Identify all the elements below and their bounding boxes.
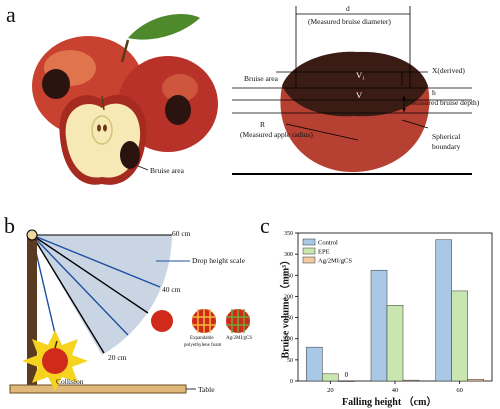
bruise-spot-2 xyxy=(165,95,191,125)
net-label-3: Ag/2MI/gCS xyxy=(226,336,253,341)
panel-b-letter: b xyxy=(4,213,15,238)
bruise-area-label: Bruise area xyxy=(244,74,278,83)
bruise-spot-3 xyxy=(120,141,140,169)
x-label: X(derived) xyxy=(432,66,465,75)
bar-1-0 xyxy=(322,373,339,382)
r-caption: (Measured apple radius) xyxy=(240,130,313,139)
drop-arc xyxy=(32,235,172,355)
y-tick-label: 350 xyxy=(284,231,293,237)
distance-20: 20 cm xyxy=(108,353,127,362)
d-symbol: d xyxy=(346,4,350,13)
value-label-zero: 0 xyxy=(345,371,349,379)
bruise-schematic xyxy=(232,6,472,175)
drop-post xyxy=(27,235,37,385)
legend-label-2: Ag/2MI/gCS xyxy=(318,258,352,265)
panel-a: a Bruise area xyxy=(0,0,500,200)
y-tick-label: 150 xyxy=(284,316,293,322)
bar-2-0 xyxy=(338,380,355,382)
legend-label-0: Control xyxy=(318,240,338,247)
h-symbol: h xyxy=(432,88,436,97)
bar-1-2 xyxy=(451,290,468,382)
table xyxy=(9,384,187,394)
chart-xlabel: Falling height （cm） xyxy=(342,397,437,408)
apple-leaf xyxy=(128,14,200,40)
x-tick-label: 60 xyxy=(456,387,463,394)
bruise-spot-1 xyxy=(42,69,70,99)
apple-impact xyxy=(42,348,68,374)
legend-swatch-0 xyxy=(302,238,316,246)
distance-40: 40 cm xyxy=(162,285,181,294)
pivot xyxy=(26,229,38,241)
bar-0-1 xyxy=(370,269,388,382)
scale-label: Drop height scale xyxy=(192,256,245,265)
sphere-label-1: Spherical xyxy=(432,132,461,141)
apple-photo xyxy=(32,14,218,185)
legend-swatch-1 xyxy=(302,247,316,255)
y-tick-label: 100 xyxy=(284,337,293,343)
bar-0-0 xyxy=(306,346,323,382)
bar-2-1 xyxy=(402,379,420,382)
v1-symbol: V₁ xyxy=(356,70,366,80)
y-tick-label: 250 xyxy=(284,273,293,279)
legend-label-1: EPE xyxy=(318,249,330,256)
x-tick-label: 40 xyxy=(392,387,399,394)
distance-60: 60 cm xyxy=(172,229,191,238)
photo-bruise-label: Bruise area xyxy=(150,166,184,175)
y-tick-label: 0 xyxy=(290,379,293,385)
chart-ylabel: Bruise volume （mm³） xyxy=(280,254,292,359)
legend-swatch-2 xyxy=(302,256,316,264)
y-tick-label: 300 xyxy=(284,252,293,258)
y-tick-label: 200 xyxy=(284,294,293,300)
net-label-1: Expandable xyxy=(190,336,214,341)
y-tick-label: 50 xyxy=(287,358,293,364)
drop-apparatus xyxy=(9,229,250,394)
v-symbol: V xyxy=(356,90,363,100)
net-label-2: polyethylene foam xyxy=(184,343,222,348)
bruise-volume-chart: 0 50 100 150 200 250 300 350 20 40 60 0 ControlEPE… xyxy=(284,231,493,394)
panel-a-letter: a xyxy=(6,2,16,27)
sphere-label-2: boundary xyxy=(432,142,461,151)
h-caption: (Measured bruise depth) xyxy=(406,98,480,107)
table-label: Table xyxy=(198,385,215,394)
collision-label: Collision xyxy=(56,377,84,386)
bar-2-2 xyxy=(467,379,484,382)
bar-1-1 xyxy=(386,305,404,382)
bar-0-2 xyxy=(435,239,452,382)
panel-c-letter: c xyxy=(260,213,270,238)
d-caption: (Measured bruise diameter) xyxy=(308,17,391,26)
apple-bare xyxy=(151,310,173,332)
r-symbol: R xyxy=(260,120,266,129)
x-tick-label: 20 xyxy=(327,387,334,394)
panel-b: b 60 cm Drop height scale 40 cm 20 cm Co… xyxy=(0,205,253,409)
